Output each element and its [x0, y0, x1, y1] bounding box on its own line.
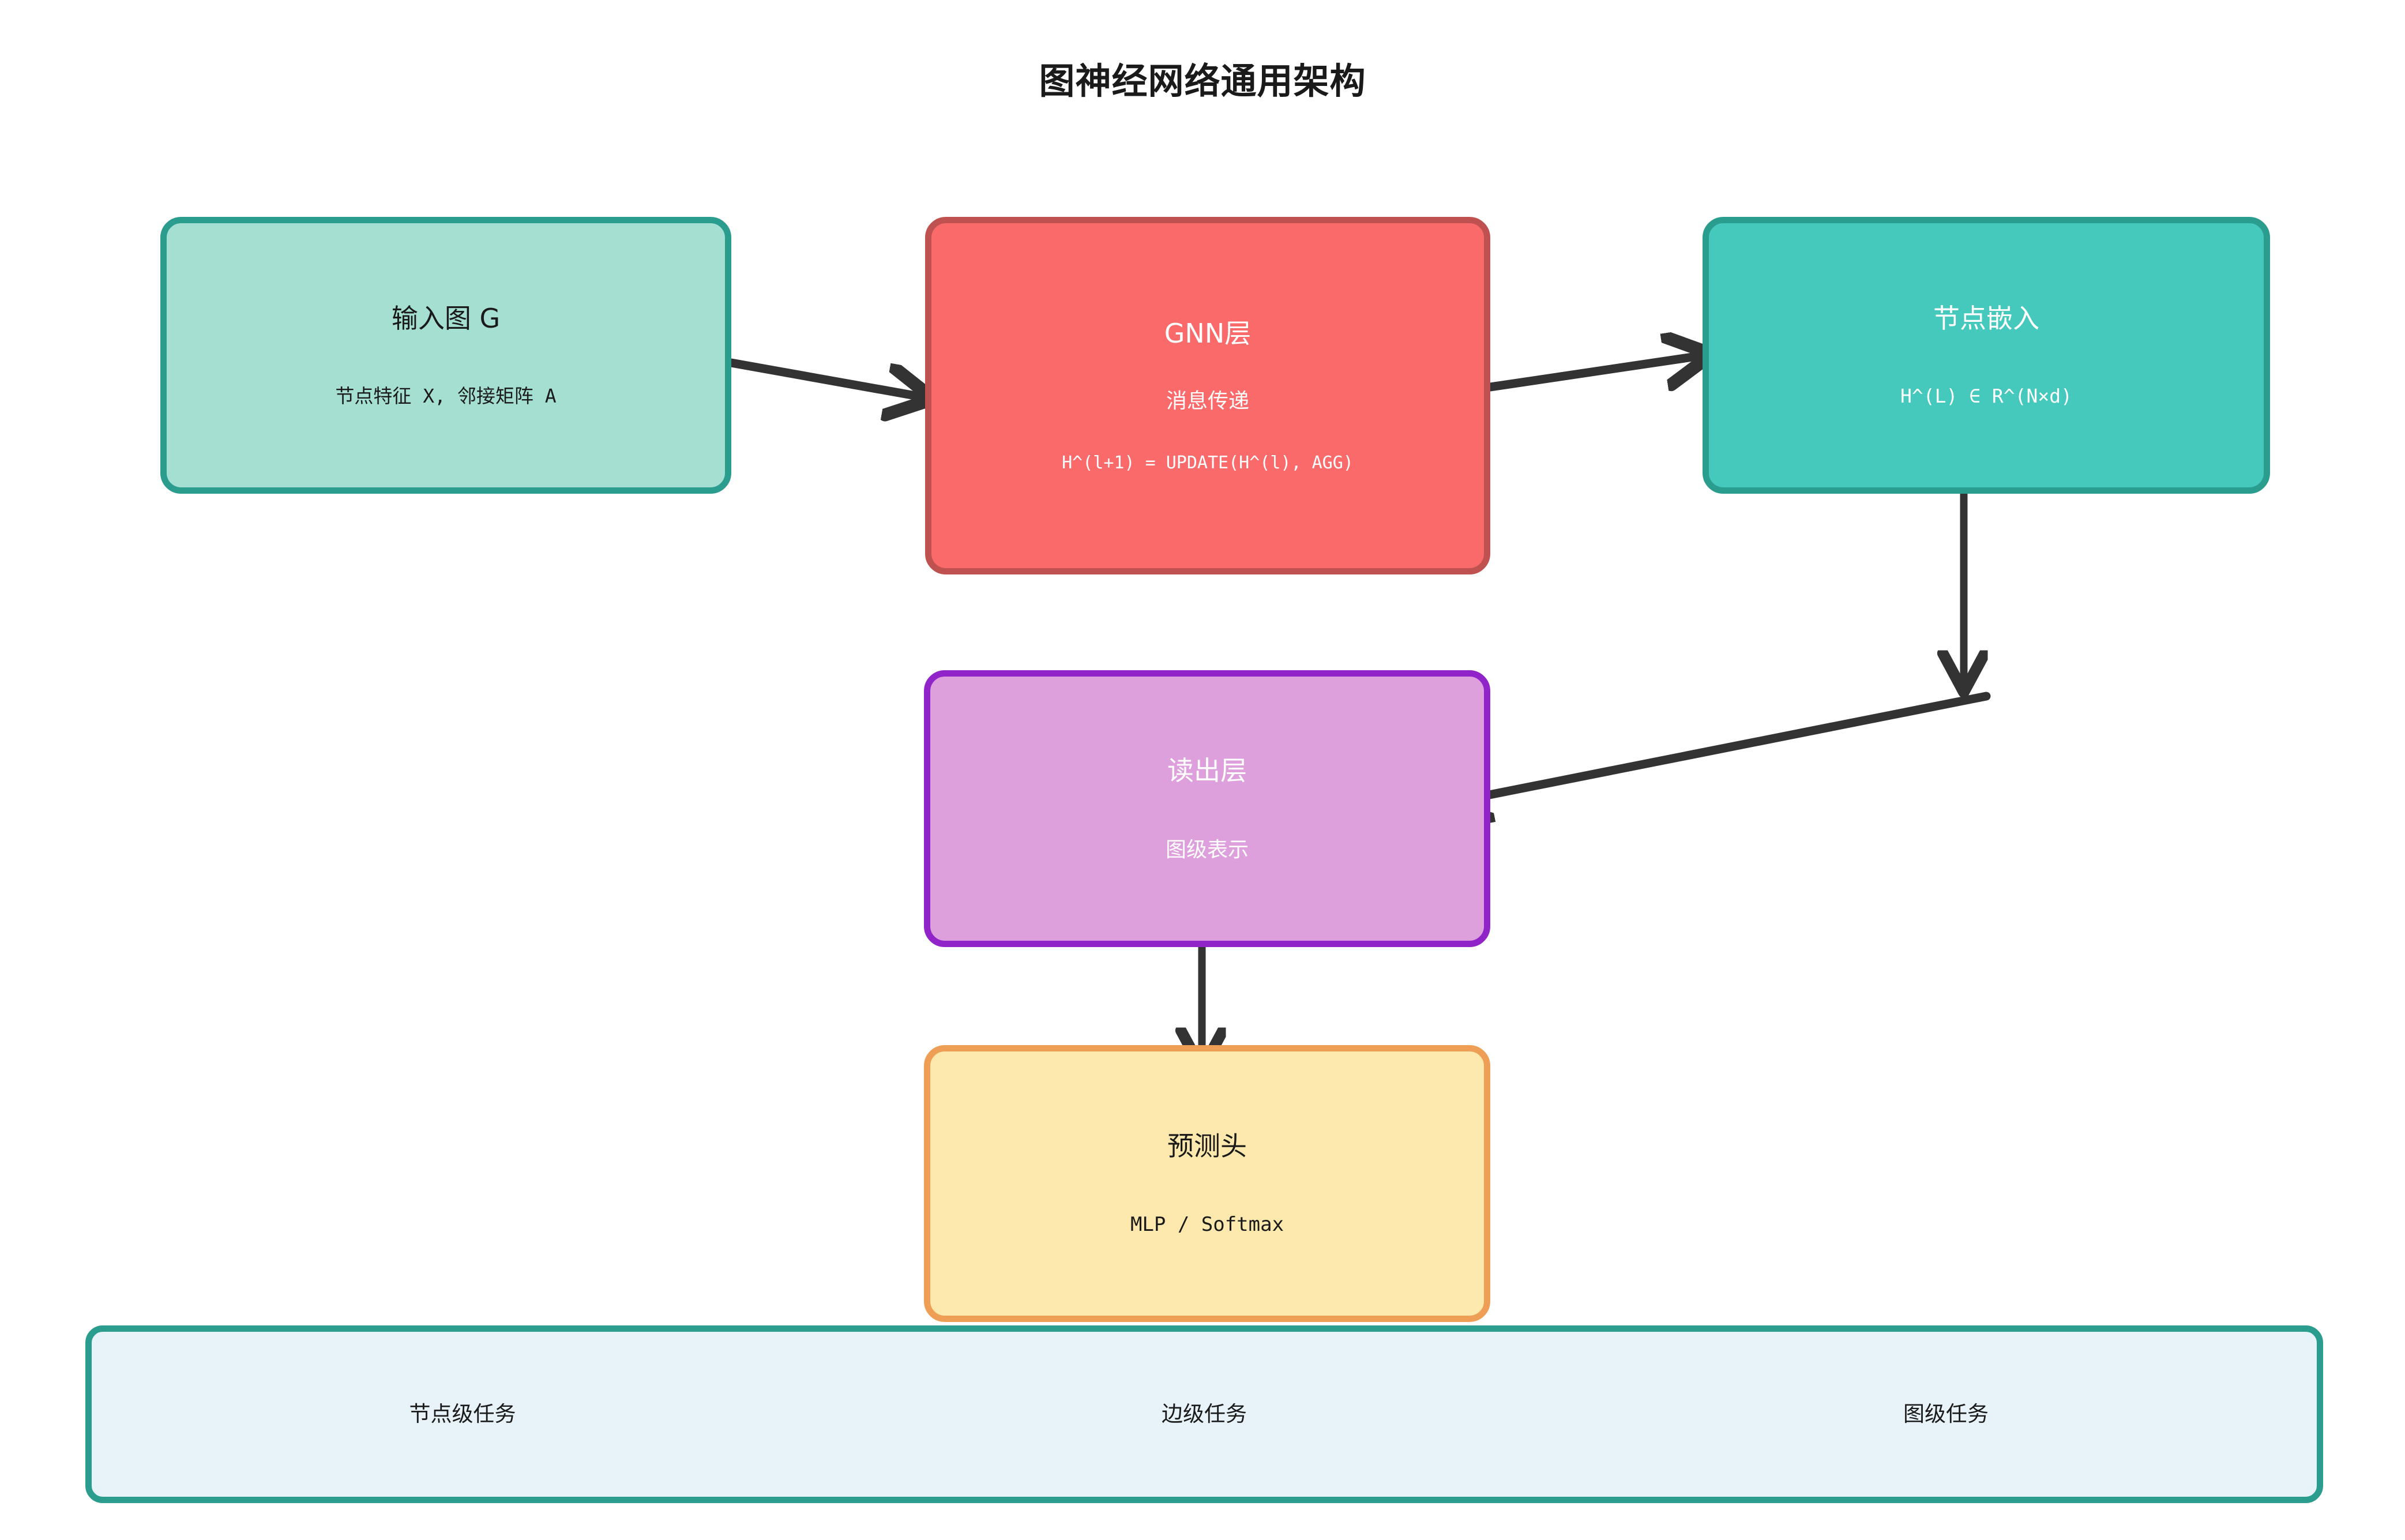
node-node-embedding-formula: H^(L) ∈ R^(N×d) [1900, 385, 2072, 408]
node-prediction-head-formula: MLP / Softmax [1130, 1212, 1284, 1236]
task-item-graph-level[interactable]: 图级任务 [1903, 1401, 1989, 1426]
node-gnn-layer-sub: 消息传递 [1166, 389, 1249, 413]
node-gnn-layer-formula: H^(l+1) = UPDATE(H^(l), AGG) [1062, 452, 1354, 473]
node-input-graph-sub: 节点特征 X, 邻接矩阵 A [335, 385, 557, 408]
node-gnn-layer-label: GNN层 [1164, 318, 1252, 350]
node-readout-layer-sub: 图级表示 [1165, 837, 1249, 862]
node-input-graph[interactable]: 输入图 G 节点特征 X, 邻接矩阵 A [160, 217, 731, 494]
node-node-embedding[interactable]: 节点嵌入 H^(L) ∈ R^(N×d) [1703, 217, 2270, 494]
page-title: 图神经网络通用架构 [1039, 60, 1366, 102]
node-readout-layer-label: 读出层 [1167, 754, 1247, 786]
edge-gnn-to-embedding [1455, 356, 1700, 396]
task-item-edge-level[interactable]: 边级任务 [1162, 1401, 1247, 1426]
node-prediction-head-label: 预测头 [1167, 1130, 1247, 1162]
node-gnn-layer[interactable]: GNN层 消息传递 H^(l+1) = UPDATE(H^(l), AGG) [925, 217, 1490, 574]
node-readout-layer[interactable]: 读出层 图级表示 [924, 670, 1490, 947]
node-node-embedding-label: 节点嵌入 [1933, 302, 2039, 334]
task-item-node-level[interactable]: 节点级任务 [409, 1401, 516, 1426]
task-types-bar: 节点级任务 边级任务 图级任务 [85, 1325, 2323, 1503]
node-input-graph-label: 输入图 G [391, 302, 501, 334]
node-prediction-head[interactable]: 预测头 MLP / Softmax [924, 1045, 1490, 1322]
edge-down-to-readout [1455, 692, 1991, 802]
